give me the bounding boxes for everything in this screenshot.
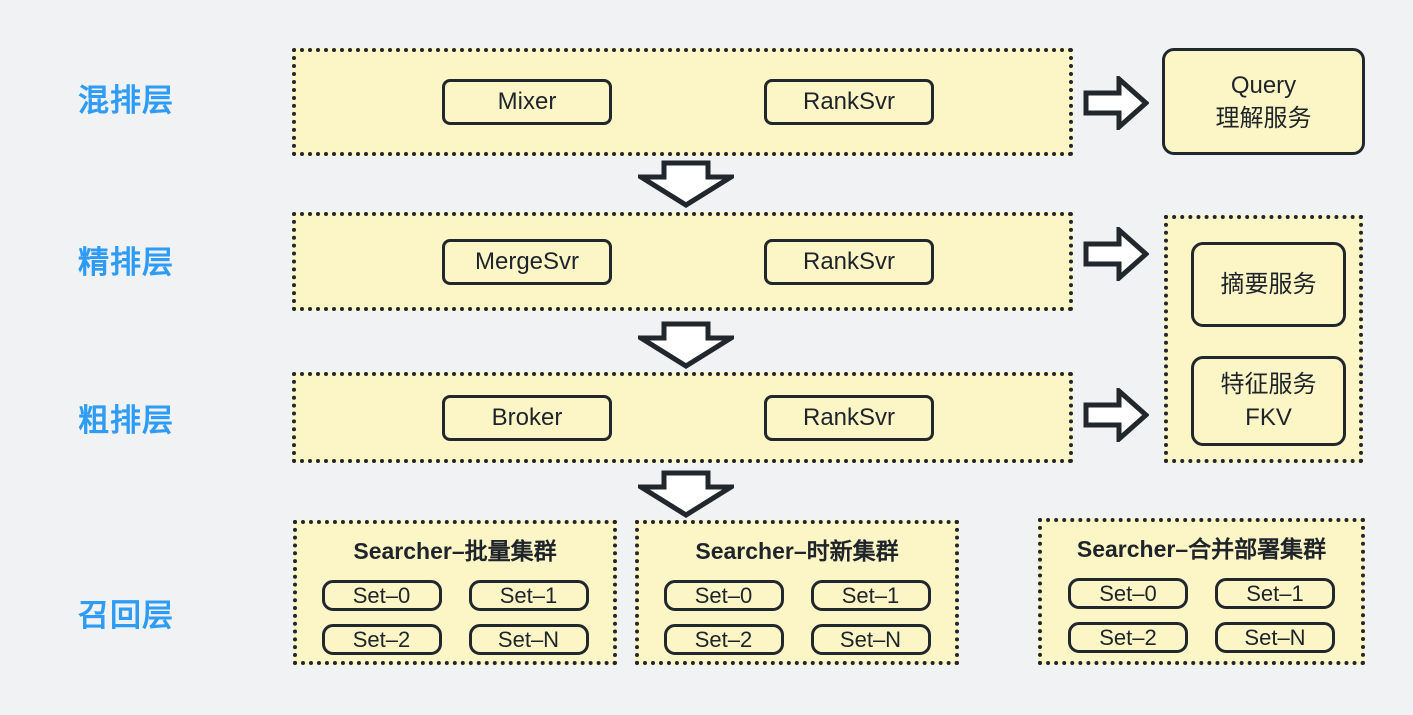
set-box-0: Set–0 <box>663 580 784 611</box>
set-box-2: Set–2 <box>321 624 442 655</box>
cluster-realtime-title: Searcher–时新集群 <box>695 538 899 564</box>
row-panel-blend: Mixer RankSvr <box>292 48 1073 156</box>
set-box-n: Set–N <box>810 624 931 655</box>
right-arrow-icon <box>1083 388 1149 442</box>
set-box-2: Set–2 <box>663 624 784 655</box>
right-arrow-icon <box>1083 227 1149 281</box>
set-box-1: Set–1 <box>1215 578 1335 609</box>
feature-service-box: 特征服务 FKV <box>1191 356 1346 446</box>
side-services-group: 摘要服务 特征服务 FKV <box>1164 215 1363 463</box>
feature-service-line2: FKV <box>1245 404 1292 431</box>
layer-label-coarse: 粗排层 <box>78 403 174 438</box>
cluster-merged: Searcher–合并部署集群 Set–0 Set–1 Set–2 Set–N <box>1038 518 1365 665</box>
down-arrow-icon <box>638 160 734 208</box>
row-panel-fine: MergeSvr RankSvr <box>292 212 1073 311</box>
node-ranksvr-2: RankSvr <box>764 238 934 285</box>
set-box-n: Set–N <box>468 624 589 655</box>
layer-label-blend: 混排层 <box>78 83 174 118</box>
node-broker: Broker <box>442 394 612 441</box>
layer-label-recall: 召回层 <box>78 598 174 633</box>
query-service-line1: Query <box>1230 71 1297 99</box>
set-box-1: Set–1 <box>810 580 931 611</box>
cluster-realtime-sets: Set–0 Set–1 Set–2 Set–N <box>663 580 931 655</box>
set-box-0: Set–0 <box>321 580 442 611</box>
cluster-batch: Searcher–批量集群 Set–0 Set–1 Set–2 Set–N <box>293 520 617 665</box>
summary-service-box: 摘要服务 <box>1191 242 1346 327</box>
cluster-batch-title: Searcher–批量集群 <box>353 538 557 564</box>
query-service-box: Query 理解服务 <box>1162 48 1365 155</box>
set-box-n: Set–N <box>1215 622 1335 653</box>
row-panel-coarse: Broker RankSvr <box>292 372 1073 463</box>
layer-label-fine: 精排层 <box>78 245 174 280</box>
right-arrow-icon <box>1083 76 1149 130</box>
set-box-1: Set–1 <box>468 580 589 611</box>
cluster-realtime: Searcher–时新集群 Set–0 Set–1 Set–2 Set–N <box>635 520 959 665</box>
cluster-batch-sets: Set–0 Set–1 Set–2 Set–N <box>321 580 589 655</box>
cluster-merged-title: Searcher–合并部署集群 <box>1076 536 1327 562</box>
cluster-merged-sets: Set–0 Set–1 Set–2 Set–N <box>1068 578 1335 653</box>
node-ranksvr-1: RankSvr <box>764 79 934 125</box>
summary-service-label: 摘要服务 <box>1220 271 1317 298</box>
node-mergesvr: MergeSvr <box>442 238 612 285</box>
down-arrow-icon <box>638 470 734 518</box>
feature-service-line1: 特征服务 <box>1220 371 1317 398</box>
node-mixer: Mixer <box>442 79 612 125</box>
down-arrow-icon <box>638 321 734 369</box>
node-ranksvr-3: RankSvr <box>764 394 934 441</box>
set-box-0: Set–0 <box>1068 578 1188 609</box>
query-service-line2: 理解服务 <box>1215 104 1312 132</box>
set-box-2: Set–2 <box>1068 622 1188 653</box>
